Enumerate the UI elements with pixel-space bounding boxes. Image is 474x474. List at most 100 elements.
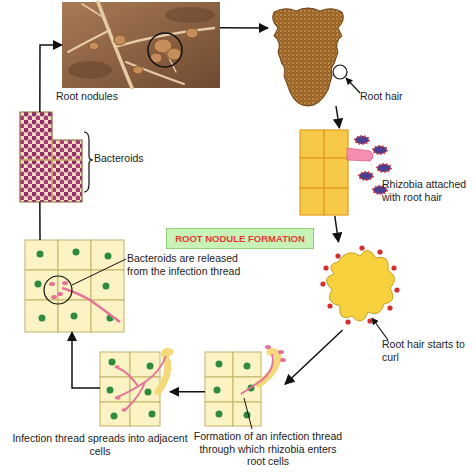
infection-thread-drawing xyxy=(233,352,261,377)
infection-thread-drawing xyxy=(205,345,286,426)
thread-spread-drawing xyxy=(100,402,130,426)
rhizobia-cells-drawing xyxy=(324,130,348,158)
rhizobia-cells-drawing xyxy=(359,172,373,180)
root-hair-callout xyxy=(346,78,360,93)
rhizobia-cells-drawing xyxy=(300,130,324,158)
bacteroid-release-drawing xyxy=(25,240,58,270)
curl-leader xyxy=(372,318,388,340)
thread-spread-drawing xyxy=(115,356,166,410)
stage-illustration: Rhizobia attached with root hair xyxy=(298,128,390,216)
root-nodule-photo xyxy=(167,48,181,60)
bacteroid-release-drawing xyxy=(35,249,114,322)
stage-label: Infection thread spreads into adjacent c… xyxy=(10,432,190,457)
curling-root-hair-drawing xyxy=(327,303,332,308)
curling-root-hair-drawing xyxy=(391,265,396,270)
bacteroid-release-drawing xyxy=(25,240,124,332)
bacteroid-release-drawing xyxy=(49,281,68,299)
thread-spread-drawing xyxy=(115,365,120,369)
thread-spread-drawing xyxy=(100,377,130,402)
root-nodule-photo xyxy=(148,33,182,67)
bacteroid-cells-drawing xyxy=(20,112,82,202)
bacteroid-release-drawing xyxy=(35,281,42,288)
bacteroid-release-drawing xyxy=(62,281,68,285)
bacteroid-release-drawing xyxy=(49,282,55,286)
bacteroid-release-drawing xyxy=(44,276,72,304)
stage-label: Root hair starts to curl xyxy=(382,338,474,363)
curling-root-hair-drawing xyxy=(335,253,340,258)
rhizobia-cells-drawing xyxy=(300,188,324,215)
root-nodule-photo xyxy=(62,2,220,88)
stage-illustration: Bacteroids are released from the infecti… xyxy=(25,240,125,332)
curling-root-hair-drawing xyxy=(320,245,399,324)
curling-root-hair-drawing xyxy=(345,319,350,324)
stage-illustration: Bacteroids xyxy=(20,112,82,202)
stage-label: Rhizobia attached with root hair xyxy=(382,178,474,203)
curling-root-hair-drawing xyxy=(320,245,399,324)
stage-label: Root nodules xyxy=(56,90,166,103)
thread-spread-drawing xyxy=(109,359,116,366)
rhizobia-cells-drawing xyxy=(324,158,348,188)
rhizobia-cells-drawing xyxy=(347,148,373,161)
root-nodule-photo xyxy=(133,66,143,74)
root-tip-drawing xyxy=(273,8,344,106)
bacteroid-release-drawing xyxy=(25,240,124,332)
bacteroid-release-drawing xyxy=(57,292,63,296)
bacteroid-release-drawing xyxy=(51,295,57,299)
root-tip-drawing xyxy=(273,8,344,106)
root-nodule-photo xyxy=(68,30,110,52)
bacteroid-release-drawing xyxy=(25,270,58,300)
thread-spread-drawing xyxy=(145,389,152,396)
flow-arrow xyxy=(72,332,100,388)
release-leader xyxy=(72,259,126,285)
bacteroid-release-drawing xyxy=(58,240,91,270)
bacteroid-release-drawing xyxy=(73,249,80,256)
root-nodule-photo xyxy=(186,28,198,38)
root-nodule-photo xyxy=(98,2,132,88)
infection-thread-drawing xyxy=(278,350,284,354)
infection-thread-drawing xyxy=(205,402,233,426)
root-nodule-photo xyxy=(68,2,214,88)
infection-thread-drawing xyxy=(233,402,261,426)
rhizobia-cells-drawing xyxy=(377,164,391,172)
curling-root-hair-drawing xyxy=(394,287,399,292)
bacteroid-release-drawing xyxy=(71,313,78,320)
bacteroid-cells-drawing xyxy=(20,159,82,161)
bacteroid-release-drawing xyxy=(25,300,58,332)
bacteroid-release-drawing xyxy=(62,288,120,322)
root-hair-callout xyxy=(333,65,347,79)
infection-thread-drawing xyxy=(265,345,286,362)
thread-leader xyxy=(244,398,252,429)
rhizobia-cells-drawing xyxy=(373,146,387,154)
bacteroid-release-drawing xyxy=(37,251,44,258)
thread-spread-drawing xyxy=(107,359,156,420)
bacteroid-release-drawing xyxy=(105,253,112,260)
stage-illustration: Formation of an infection thread through… xyxy=(205,350,285,426)
bacteroid-cells-drawing xyxy=(84,132,93,192)
thread-spread-drawing xyxy=(130,402,160,426)
thread-spread-drawing xyxy=(115,365,127,412)
thread-spread-drawing xyxy=(107,387,114,394)
flow-arrow xyxy=(40,45,62,112)
curling-root-hair-drawing xyxy=(359,245,364,250)
thread-spread-drawing xyxy=(122,408,127,412)
root-nodule-photo xyxy=(82,4,104,18)
infection-thread-drawing xyxy=(280,358,286,362)
flow-arrow xyxy=(285,330,343,384)
bacteroid-release-drawing xyxy=(39,315,46,322)
root-nodule-photo xyxy=(114,35,126,45)
curling-root-hair-drawing xyxy=(320,281,325,286)
bacteroid-release-drawing xyxy=(58,270,91,300)
infection-thread-drawing xyxy=(205,377,233,402)
infection-thread-drawing xyxy=(216,361,223,368)
thread-spread-drawing xyxy=(100,352,170,426)
rhizobia-cells-drawing xyxy=(300,130,348,215)
thread-spread-drawing xyxy=(111,413,118,420)
stage-label: Formation of an infection thread through… xyxy=(193,430,343,468)
infection-thread-drawing xyxy=(265,345,271,349)
bacteroid-cells-drawing xyxy=(20,112,93,202)
stage-label: Bacteroids are released from the infecti… xyxy=(127,252,251,277)
flow-arrow xyxy=(335,216,339,242)
